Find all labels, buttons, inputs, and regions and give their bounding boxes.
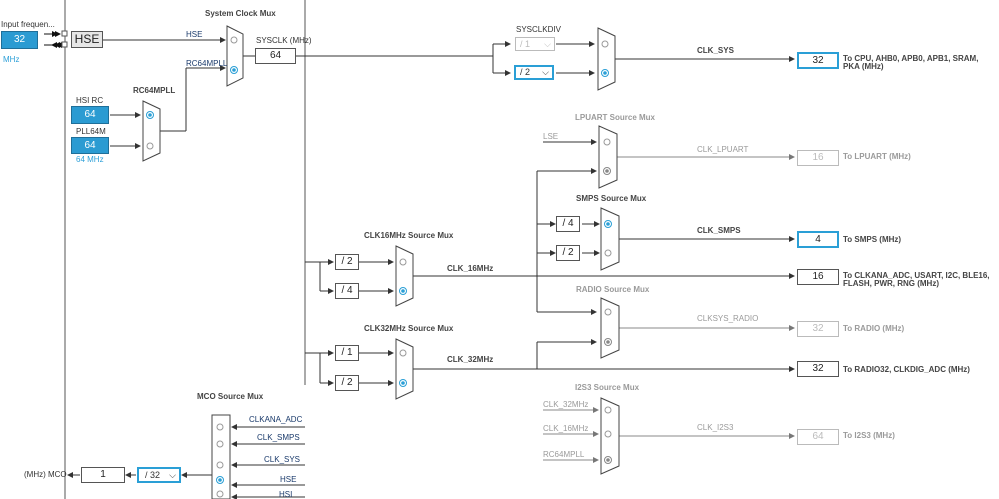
clk-16mhz-value[interactable]: 16 [797, 269, 839, 285]
sysclk-mux-input-rc64mpll: RC64MPLL [186, 59, 228, 68]
mco-mux-title: MCO Source Mux [197, 392, 264, 401]
clk-i2s3-signal: CLK_I2S3 [697, 423, 734, 432]
i2s3-input-clk32: CLK_32MHz [543, 400, 589, 409]
clk-lpuart-value[interactable]: 16 [797, 150, 839, 166]
hse-port-top [61, 30, 68, 37]
clk32-divider-1[interactable]: / 1 [335, 345, 359, 361]
clk-sys-destination-2: PKA (MHz) [843, 62, 884, 71]
clk32-wiring [305, 350, 795, 386]
lpuart-mux-title: LPUART Source Mux [575, 113, 656, 122]
input-frequency-field[interactable]: 32 [1, 31, 38, 49]
clk16-divider-4[interactable]: / 4 [335, 283, 359, 299]
clk-i2s3-destination: To I2S3 (MHz) [843, 431, 895, 440]
pll64m-label: PLL64M [76, 127, 106, 136]
clk-smps-value[interactable]: 4 [797, 231, 839, 248]
clk-lpuart-destination: To LPUART (MHz) [843, 152, 911, 161]
clk16-wiring [305, 259, 795, 315]
mco-wiring [67, 424, 305, 499]
hsi-rc-field[interactable]: 64 [71, 106, 109, 124]
rc64mpll-mux-shape [142, 100, 161, 162]
radio-wiring [536, 325, 795, 369]
clk16-mux-shape [395, 245, 414, 307]
hse-block[interactable]: HSE [71, 31, 103, 48]
i2s3-wiring [543, 407, 795, 463]
smps-divider-2[interactable]: / 2 [556, 245, 580, 261]
clk32-mux-shape [395, 338, 414, 400]
system-clock-mux-title: System Clock Mux [205, 9, 276, 18]
clk-32mhz-destination: To RADIO32, CLKDIG_ADC (MHz) [843, 365, 970, 374]
clk-16mhz-destination-2: FLASH, PWR, RNG (MHz) [843, 279, 939, 288]
hse-to-sysclk-mux [103, 37, 262, 149]
sysclk-distribution [296, 41, 795, 76]
pll64m-frequency: 64 MHz [76, 155, 104, 164]
clk-32mhz-signal: CLK_32MHz [447, 355, 494, 364]
clk-smps-signal: CLK_SMPS [697, 226, 741, 235]
chevron-down-icon: ⌵ [542, 67, 549, 77]
clksys-radio-signal: CLKSYS_RADIO [697, 314, 759, 323]
hsi-rc-label: HSI RC [76, 96, 104, 105]
sysclk-mux-shape [226, 25, 244, 87]
clk32-mux-title: CLK32MHz Source Mux [364, 324, 454, 333]
mco-mux-shape [211, 414, 231, 499]
sysclk-value[interactable]: 64 [255, 48, 296, 64]
hse-port-bottom [61, 41, 68, 48]
chevron-down-icon: ⌵ [169, 470, 176, 480]
lpuart-wiring [536, 139, 795, 312]
i2s3-input-clk16: CLK_16MHz [543, 424, 589, 433]
clk-16mhz-signal: CLK_16MHz [447, 264, 494, 273]
clk16-divider-2[interactable]: / 2 [335, 254, 359, 270]
clk-sys-signal: CLK_SYS [697, 46, 734, 55]
left-rails [64, 0, 306, 499]
mco-input-clkana-adc: CLKANA_ADC [249, 415, 303, 424]
input-arrows [44, 31, 62, 48]
clk-sys-destination: To CPU, AHB0, APB0, APB1, SRAM, [843, 54, 979, 63]
clk-32mhz-value[interactable]: 32 [797, 361, 839, 377]
sysclkdiv-mux-shape [597, 27, 616, 91]
sysclkdiv-dropdown[interactable]: / 2⌵ [514, 65, 554, 80]
smps-divider-4[interactable]: / 4 [556, 216, 580, 232]
lpuart-mux-shape [598, 125, 618, 189]
sysclk-mux-input-hse: HSE [186, 30, 203, 39]
i2s3-input-rc64mpll: RC64MPLL [543, 450, 585, 459]
mco-input-hse: HSE [280, 475, 297, 484]
mco-divider-dropdown[interactable]: / 32⌵ [137, 467, 181, 483]
clk-sys-value[interactable]: 32 [797, 52, 839, 69]
smps-mux-title: SMPS Source Mux [576, 194, 647, 203]
sysclkdiv-option-1[interactable]: / 1⌵ [515, 37, 555, 51]
pll64m-field[interactable]: 64 [71, 137, 109, 154]
sysclk-label: SYSCLK (MHz) [256, 36, 312, 45]
mco-input-clk-sys: CLK_SYS [264, 455, 301, 464]
clk-lpuart-signal: CLK_LPUART [697, 145, 749, 154]
mux-radio-buttons[interactable] [146, 36, 612, 498]
clk16-mux-title: CLK16MHz Source Mux [364, 231, 454, 240]
mco-output-value[interactable]: 1 [81, 467, 125, 483]
input-frequency-label: Input frequen... [1, 20, 55, 29]
sysclkdiv-label: SYSCLKDIV [516, 25, 561, 34]
mco-input-clk-smps: CLK_SMPS [257, 433, 300, 442]
lpuart-input-lse: LSE [543, 132, 559, 141]
clk-i2s3-value[interactable]: 64 [797, 429, 839, 445]
rc64mpll-title: RC64MPLL [133, 86, 176, 95]
chevron-down-icon: ⌵ [544, 39, 551, 49]
clksys-radio-destination: To RADIO (MHz) [843, 324, 905, 333]
radio-mux-shape [600, 297, 620, 359]
clksys-radio-value[interactable]: 32 [797, 321, 839, 337]
clk32-divider-2[interactable]: / 2 [335, 375, 359, 391]
smps-wiring [537, 221, 795, 256]
radio-mux-title: RADIO Source Mux [576, 285, 650, 294]
mco-input-hsi: HSI [279, 490, 293, 499]
input-frequency-unit: MHz [3, 55, 20, 64]
smps-mux-shape [600, 207, 620, 271]
mco-output-label: (MHz) MCO [24, 470, 67, 479]
i2s3-mux-title: I2S3 Source Mux [575, 383, 640, 392]
clk-16mhz-destination: To CLKANA_ADC, USART, I2C, BLE16, [843, 271, 990, 280]
clk-smps-destination: To SMPS (MHz) [843, 235, 902, 244]
